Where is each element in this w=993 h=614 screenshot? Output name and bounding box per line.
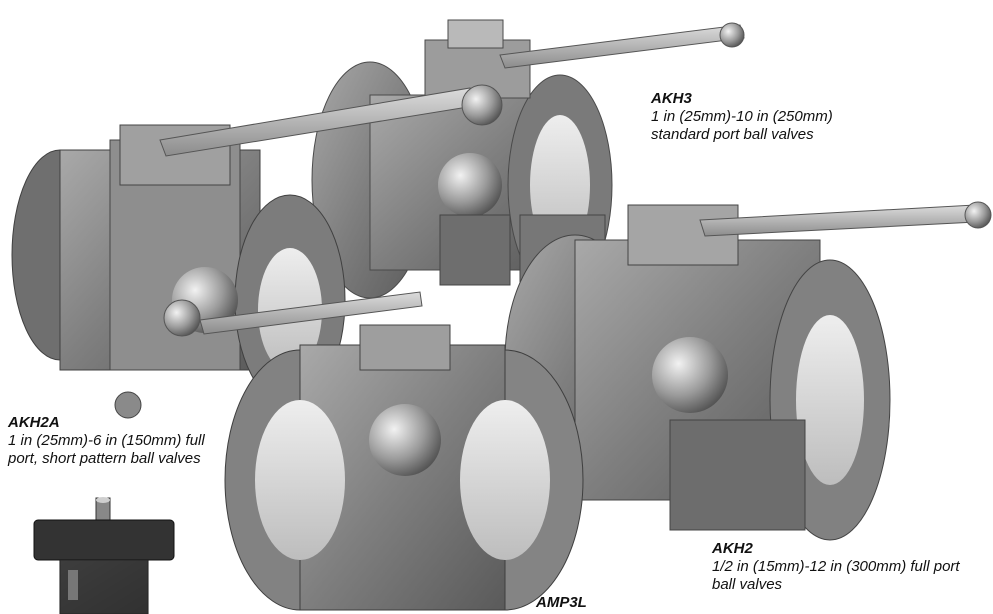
caption-amp3l: AMP3L xyxy=(536,594,656,612)
model-desc-akh2: 1/2 in (15mm)-12 in (300mm) full port ba… xyxy=(712,558,960,593)
model-desc-akh2a: 1 in (25mm)-6 in (150mm) full port, shor… xyxy=(8,432,205,467)
ball-valve-akh3-image xyxy=(311,19,745,299)
caption-akh2a: AKH2A 1 in (25mm)-6 in (150mm) full port… xyxy=(8,414,218,468)
model-name-akh2: AKH2 xyxy=(712,540,753,557)
model-name-akh2a: AKH2A xyxy=(8,414,60,431)
model-desc-akh3: 1 in (25mm)-10 in (250mm) standard port … xyxy=(651,108,833,143)
caption-akh2: AKH2 1/2 in (15mm)-12 in (300mm) full po… xyxy=(712,540,982,594)
model-name-amp3l: AMP3L xyxy=(536,594,587,611)
model-name-akh3: AKH3 xyxy=(651,90,692,107)
caption-akh3: AKH3 1 in (25mm)-10 in (250mm) standard … xyxy=(651,90,891,144)
ball-valve-amp3l-image xyxy=(163,291,584,611)
actuator-image xyxy=(33,497,175,614)
ball-valve-akh2-image xyxy=(504,201,992,541)
